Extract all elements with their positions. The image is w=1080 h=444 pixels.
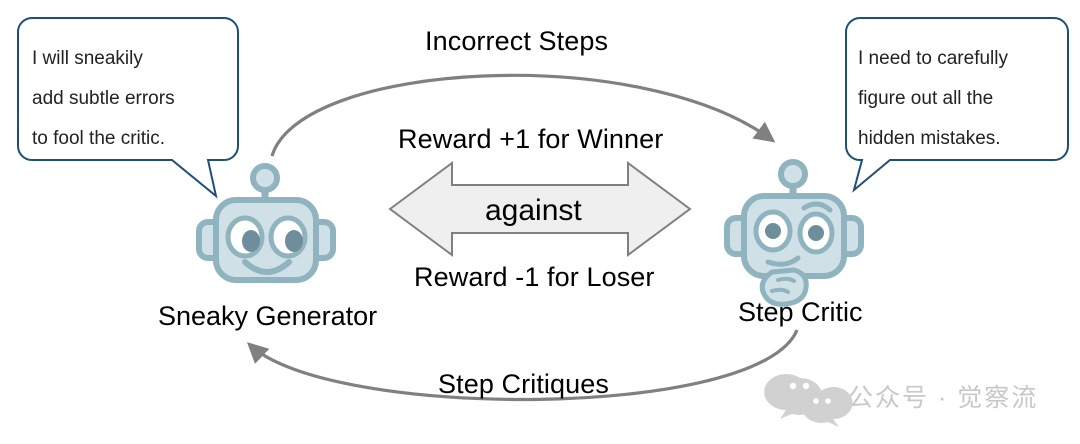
bubble-critic-line-2: figure out all the bbox=[858, 88, 994, 109]
wechat-logo-icon bbox=[764, 374, 853, 427]
robot-antenna-icon bbox=[250, 163, 280, 193]
bubble-critic-line-3: hidden mistakes. bbox=[858, 128, 1001, 149]
robot-antenna-icon bbox=[778, 159, 808, 189]
speech-bubble-critic bbox=[845, 17, 1069, 193]
bubble-generator-line-3: to fool the critic. bbox=[32, 128, 166, 149]
robot-eyebrow-icon bbox=[801, 201, 833, 213]
watermark-text: 公众号 · 觉察流 bbox=[848, 384, 1039, 412]
against-double-arrow bbox=[388, 161, 692, 257]
robot-thinking-hand-icon bbox=[759, 267, 809, 307]
actor-label-sneaky-generator: Sneaky Generator bbox=[158, 301, 378, 331]
reward-winner-label: Reward +1 for Winner bbox=[398, 124, 664, 154]
robot-sneaky-generator bbox=[196, 163, 336, 283]
robot-step-critic bbox=[724, 159, 864, 307]
bubble-generator-line-1: I will sneakily bbox=[32, 48, 143, 69]
robot-smile-icon bbox=[242, 259, 292, 275]
bubble-critic-line-1: I need to carefully bbox=[858, 48, 1008, 69]
flow-arrow-incorrect-steps bbox=[270, 73, 776, 157]
bubble-generator-line-2: add subtle errors bbox=[32, 88, 175, 109]
robot-mouth-icon bbox=[765, 255, 801, 267]
flow-arrow-step-critiques bbox=[246, 329, 799, 402]
flow-label-step-critiques: Step Critiques bbox=[438, 369, 609, 399]
speech-bubble-generator bbox=[17, 17, 239, 199]
reward-loser-label: Reward -1 for Loser bbox=[414, 262, 655, 292]
against-label: against bbox=[485, 194, 582, 227]
actor-label-step-critic: Step Critic bbox=[738, 297, 863, 327]
flow-label-incorrect-steps: Incorrect Steps bbox=[425, 26, 609, 56]
